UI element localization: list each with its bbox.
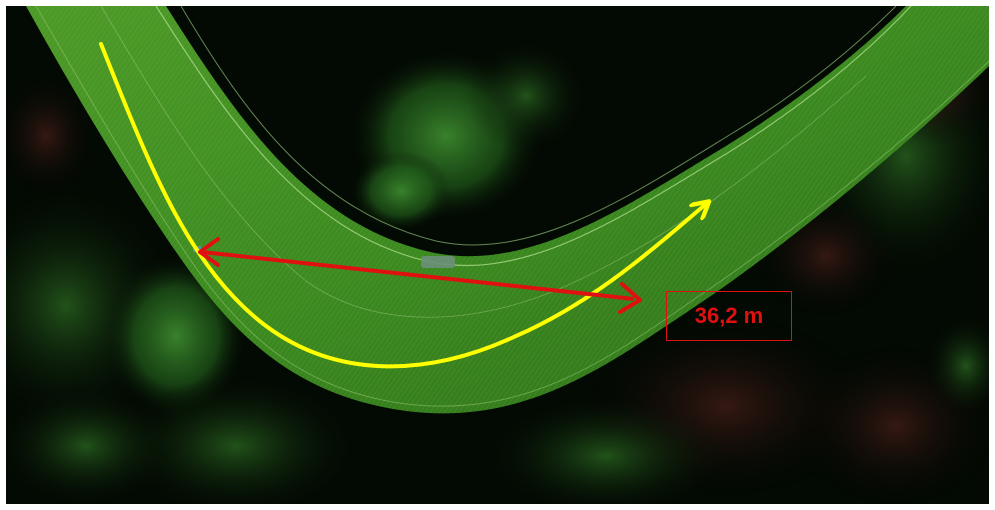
trajectory-arrow bbox=[99, 42, 706, 369]
vegetation bbox=[6, 26, 989, 504]
point-cloud-canvas bbox=[6, 6, 989, 504]
distance-label: 36,2 m bbox=[666, 291, 792, 341]
parked-vehicle bbox=[421, 256, 455, 268]
distance-value: 36,2 m bbox=[694, 303, 764, 328]
lidar-point-cloud-view: 36,2 m bbox=[6, 6, 989, 504]
road bbox=[26, 6, 989, 414]
measurement-line bbox=[198, 237, 642, 314]
